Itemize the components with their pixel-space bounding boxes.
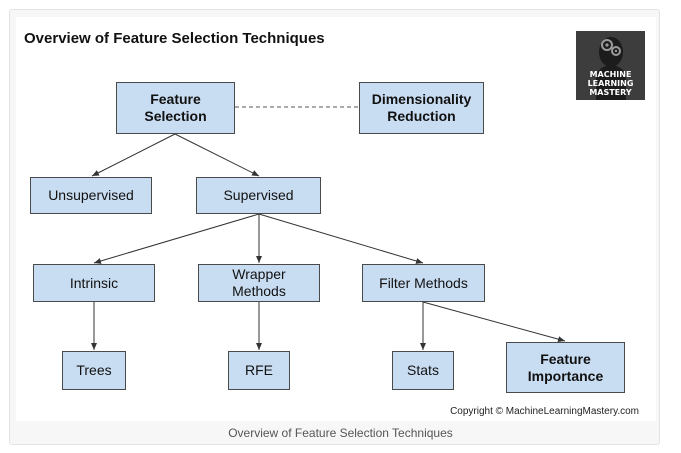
node-filter-methods: Filter Methods — [362, 264, 485, 302]
head-gears-icon — [596, 37, 626, 100]
node-intrinsic: Intrinsic — [33, 264, 155, 302]
edge-filter-importance — [422, 301, 566, 343]
diagram-title: Overview of Feature Selection Techniques — [24, 30, 325, 47]
logo-text: MACHINE LEARNING MASTERY — [587, 70, 634, 97]
edge-feature-unsupervised — [91, 133, 176, 177]
machine-learning-mastery-logo: MACHINE LEARNING MASTERY — [576, 31, 645, 100]
edge-supervised-intrinsic — [93, 213, 260, 264]
copyright-notice: Copyright © MachineLearningMastery.com — [450, 406, 639, 417]
node-wrapper-methods: Wrapper Methods — [198, 264, 320, 302]
node-supervised: Supervised — [196, 177, 321, 214]
node-unsupervised: Unsupervised — [30, 177, 152, 214]
node-rfe: RFE — [228, 351, 290, 390]
edge-supervised-filter — [258, 213, 424, 264]
node-dimensionality-reduction: Dimensionality Reduction — [359, 82, 484, 134]
node-stats: Stats — [392, 351, 454, 390]
node-feature-importance: Feature Importance — [506, 342, 625, 393]
node-trees: Trees — [62, 351, 126, 390]
node-feature-selection: Feature Selection — [116, 82, 235, 134]
figure-caption: Overview of Feature Selection Techniques — [228, 426, 453, 440]
edge-feature-supervised — [174, 133, 260, 177]
